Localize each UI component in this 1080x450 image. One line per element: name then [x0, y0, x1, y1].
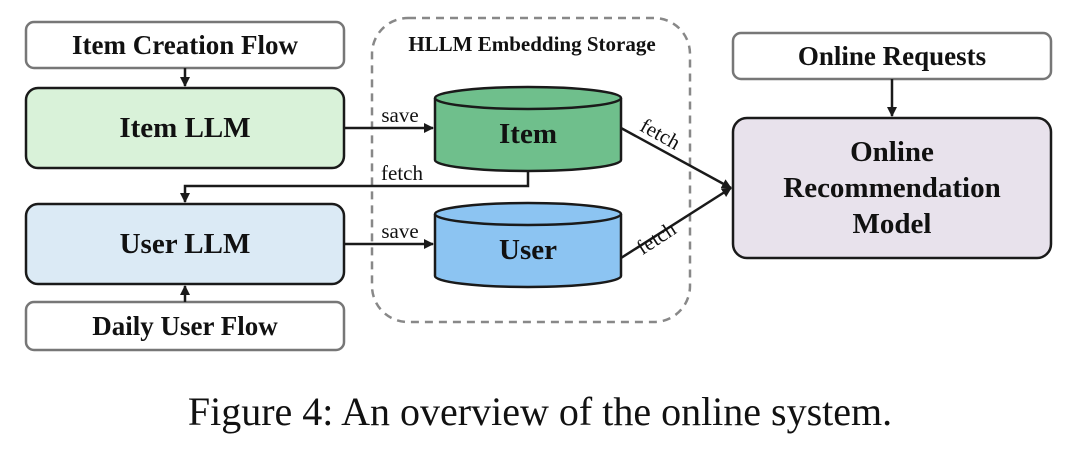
model-label-line3: Model: [853, 208, 932, 240]
item-embedding-store: Item: [433, 85, 623, 173]
edge-label-save-user: save: [381, 219, 418, 243]
user-llm-label: User LLM: [120, 228, 251, 260]
edge-label-save-item: save: [381, 103, 418, 127]
arrow-user-fetch-to-model: [620, 186, 732, 260]
model-label-line1: Online: [850, 136, 934, 168]
item-store-label: Item: [499, 118, 557, 150]
online-requests-label: Online Requests: [798, 41, 986, 71]
edge-label-fetch-item-user: fetch: [381, 161, 423, 185]
figure-caption: Figure 4: An overview of the online syst…: [187, 389, 893, 434]
item-llm-label: Item LLM: [119, 112, 250, 144]
user-embedding-store: User: [433, 201, 623, 289]
arrow-item-fetch-to-model: [620, 126, 732, 190]
arrow-item-fetch-to-user-llm: [180, 171, 530, 203]
daily-user-flow-label: Daily User Flow: [92, 311, 278, 341]
item-creation-flow-label: Item Creation Flow: [72, 30, 298, 60]
embedding-storage-title: HLLM Embedding Storage: [408, 32, 655, 56]
edge-label-fetch-user-model: fetch: [632, 216, 681, 259]
diagram-canvas: HLLM Embedding Storage Item Creation Flo…: [24, 16, 1053, 352]
user-store-label: User: [499, 234, 557, 266]
embedding-storage-region: [370, 16, 692, 324]
online-recommendation-model-box: [731, 116, 1053, 260]
model-label-line2: Recommendation: [783, 172, 1000, 204]
